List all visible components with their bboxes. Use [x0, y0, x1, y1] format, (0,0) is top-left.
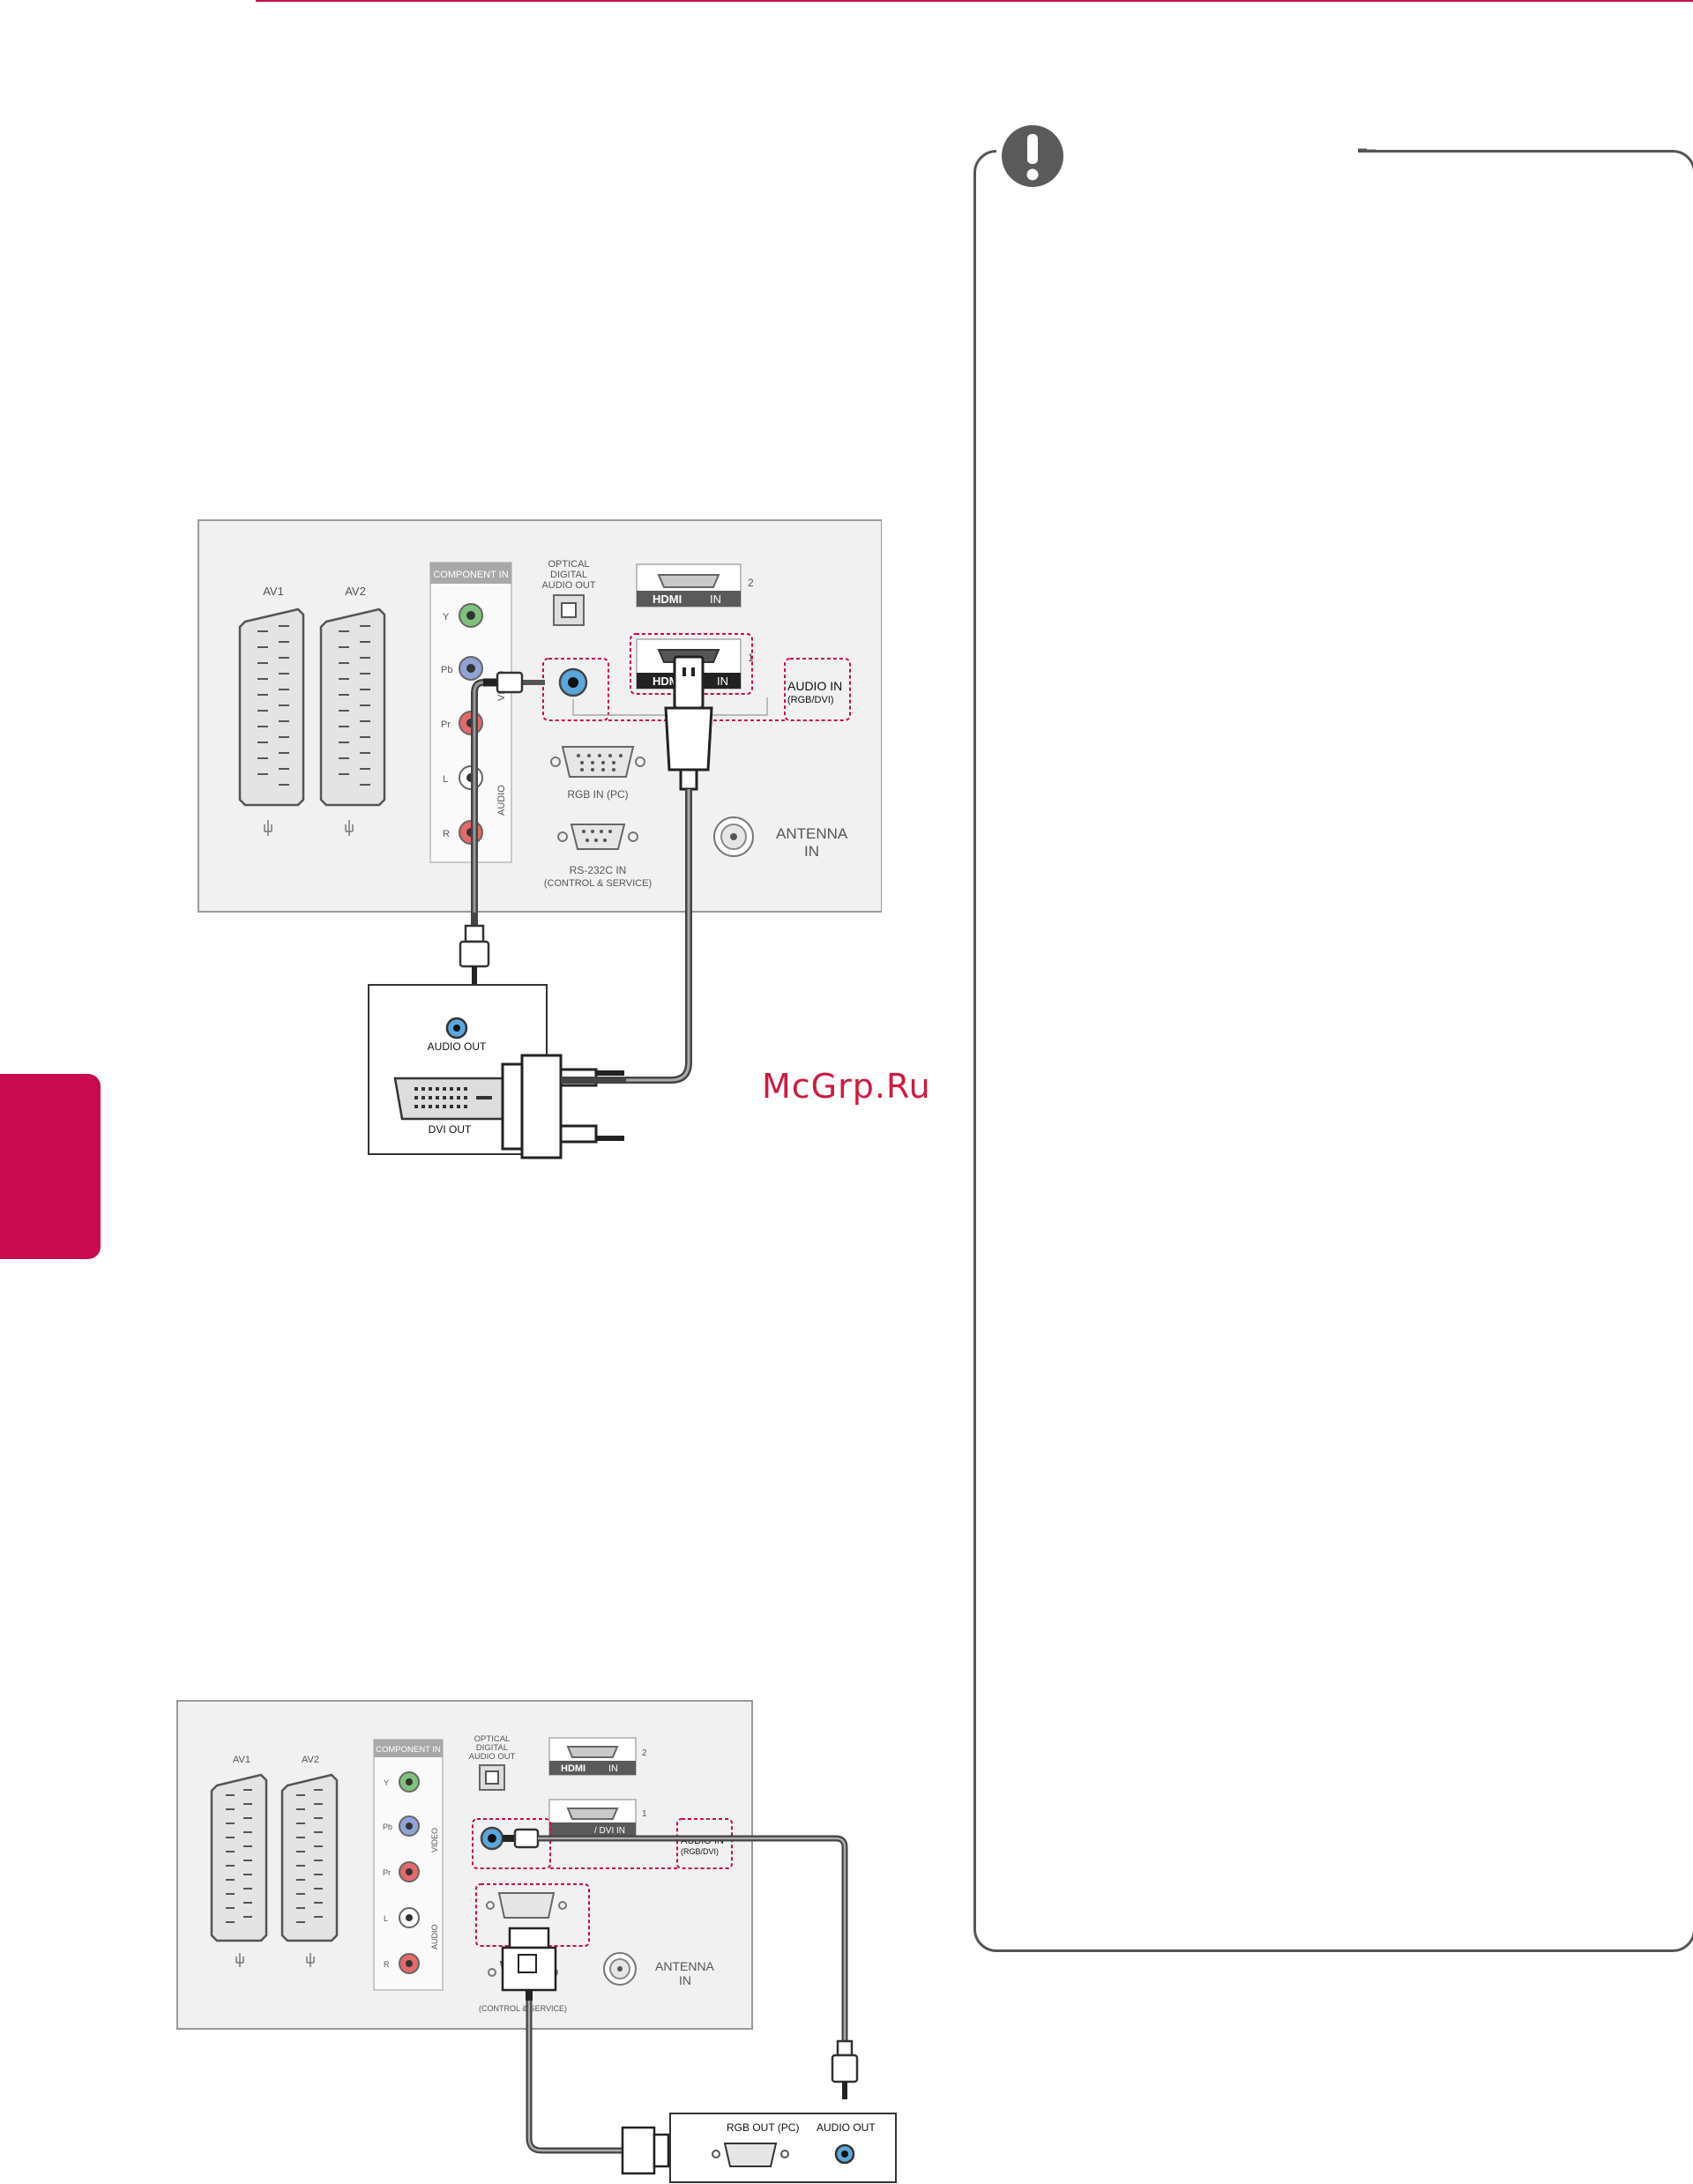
pc-audio-out-label-2: AUDIO OUT — [817, 2121, 876, 2134]
audio-label: AUDIO — [496, 785, 507, 816]
hdmi-logo-2: HDMI — [653, 593, 682, 606]
l-label: L — [443, 774, 448, 785]
scart-av2-port — [319, 607, 386, 836]
rs232c-sub-label-2: (CONTROL & SERVICE) — [479, 2004, 567, 2013]
antenna-sub-label: IN — [804, 843, 819, 860]
scart-av1-port-2 — [210, 1773, 268, 1967]
pc-audio-out-label: AUDIO OUT — [428, 1040, 487, 1053]
optical-label-3: AUDIO OUT — [541, 580, 595, 591]
svg-text:HDMI: HDMI — [561, 1763, 585, 1774]
optical-label-1: OPTICAL — [548, 559, 589, 570]
note-box — [973, 150, 1693, 1952]
component-in-label-2: COMPONENT IN — [376, 1745, 441, 1755]
component-in-header — [430, 563, 511, 584]
audio-in-label: AUDIO IN — [787, 679, 842, 693]
hdmi-2-in-label-2: IN — [608, 1763, 618, 1774]
l-label-2: L — [384, 1914, 388, 1923]
diagram-rgb-connection: AV1 AV2 — [176, 1700, 897, 2183]
component-in-label: COMPONENT IN — [433, 570, 508, 580]
audio-cable-2 — [503, 1828, 859, 2099]
optical-port-2 — [479, 1764, 505, 1791]
rgb-in-label: RGB IN (PC) — [567, 788, 628, 801]
audio-in-sub-label: (RGB/DVI) — [787, 695, 834, 705]
antenna-label: ANTENNA — [776, 825, 848, 842]
tv-back-panel — [198, 519, 882, 913]
hdmi-2-number: 2 — [748, 577, 754, 589]
rs232c-sub-label: (CONTROL & SERVICE) — [544, 878, 652, 889]
hdmi-dvi-in-label-2: / DVI IN — [594, 1826, 625, 1836]
rgb-cable-2 — [501, 1927, 670, 2175]
hdmi-1-number: 1 — [748, 652, 754, 664]
av1-label-2: AV1 — [233, 1755, 250, 1765]
rs232c-port — [557, 824, 638, 850]
av2-label: AV2 — [345, 585, 366, 598]
pc-rgb-out-label-2: RGB OUT (PC) — [727, 2121, 799, 2134]
dvi-plug — [501, 1054, 626, 1159]
rgb-in-port-2 — [486, 1892, 567, 1919]
audio-cable — [459, 671, 545, 986]
tv-back-panel-2 — [176, 1700, 753, 2030]
audio-jack-highlight — [542, 658, 609, 721]
note-header-gap — [996, 141, 1358, 159]
audio-in-label-highlight — [784, 658, 851, 721]
scart-av2-port-2 — [280, 1773, 339, 1967]
top-rule — [256, 0, 1693, 2]
diagram-hdmi-dvi-connection: AV1 AV2 — [198, 519, 882, 1159]
note-top-line — [1358, 149, 1376, 153]
optical-label-2-2: DIGITAL — [476, 1743, 508, 1753]
watermark: McGrp.Ru — [762, 1067, 931, 1106]
pc-device-2 — [669, 2113, 897, 2183]
rgb-in-port — [550, 746, 645, 778]
audio-in-sub-label-2: (RGB/DVI) — [681, 1847, 719, 1856]
pr-label: Pr — [441, 719, 451, 730]
y-label: Y — [443, 612, 450, 622]
r-label: R — [443, 829, 450, 839]
audio-label-2: AUDIO — [430, 1924, 439, 1949]
warning-icon — [1002, 125, 1063, 187]
rs232c-label: RS-232C IN — [570, 864, 627, 876]
av2-label-2: AV2 — [302, 1755, 319, 1765]
hdmi-dvi-cable — [626, 655, 713, 1084]
video-label-2: VIDEO — [430, 1828, 439, 1852]
hdmi-2-in-label: IN — [710, 593, 721, 606]
pb-label-2: Pb — [383, 1822, 392, 1831]
hdmi-1-in-label: IN — [717, 675, 728, 688]
optical-label-2: DIGITAL — [550, 570, 587, 580]
antenna-in-port-2 — [603, 1952, 637, 1986]
pc-rgb-out-port-2 — [712, 2143, 789, 2167]
antenna-in-port — [713, 816, 754, 857]
pb-label: Pb — [441, 665, 452, 675]
hdmi-1-highlight — [630, 633, 753, 695]
chapter-tab — [0, 1074, 101, 1259]
scart-av1-port — [238, 607, 305, 836]
antenna-label-2: ANTENNA — [655, 1959, 715, 1973]
antenna-sub-label-2: IN — [679, 1973, 691, 1987]
pr-label-2: Pr — [383, 1868, 391, 1877]
y-label-2: Y — [384, 1778, 389, 1787]
hdmi-2-number-2: 2 — [642, 1748, 647, 1758]
r-label-2: R — [384, 1960, 390, 1969]
optical-label-1-2: OPTICAL — [474, 1734, 511, 1744]
pc-dvi-out-label: DVI OUT — [429, 1123, 472, 1136]
hdmi-1-number-2: 1 — [642, 1809, 647, 1819]
av1-label: AV1 — [263, 585, 284, 598]
optical-label-3-2: AUDIO OUT — [469, 1752, 516, 1762]
audio-jack-highlight-2 — [472, 1818, 551, 1869]
